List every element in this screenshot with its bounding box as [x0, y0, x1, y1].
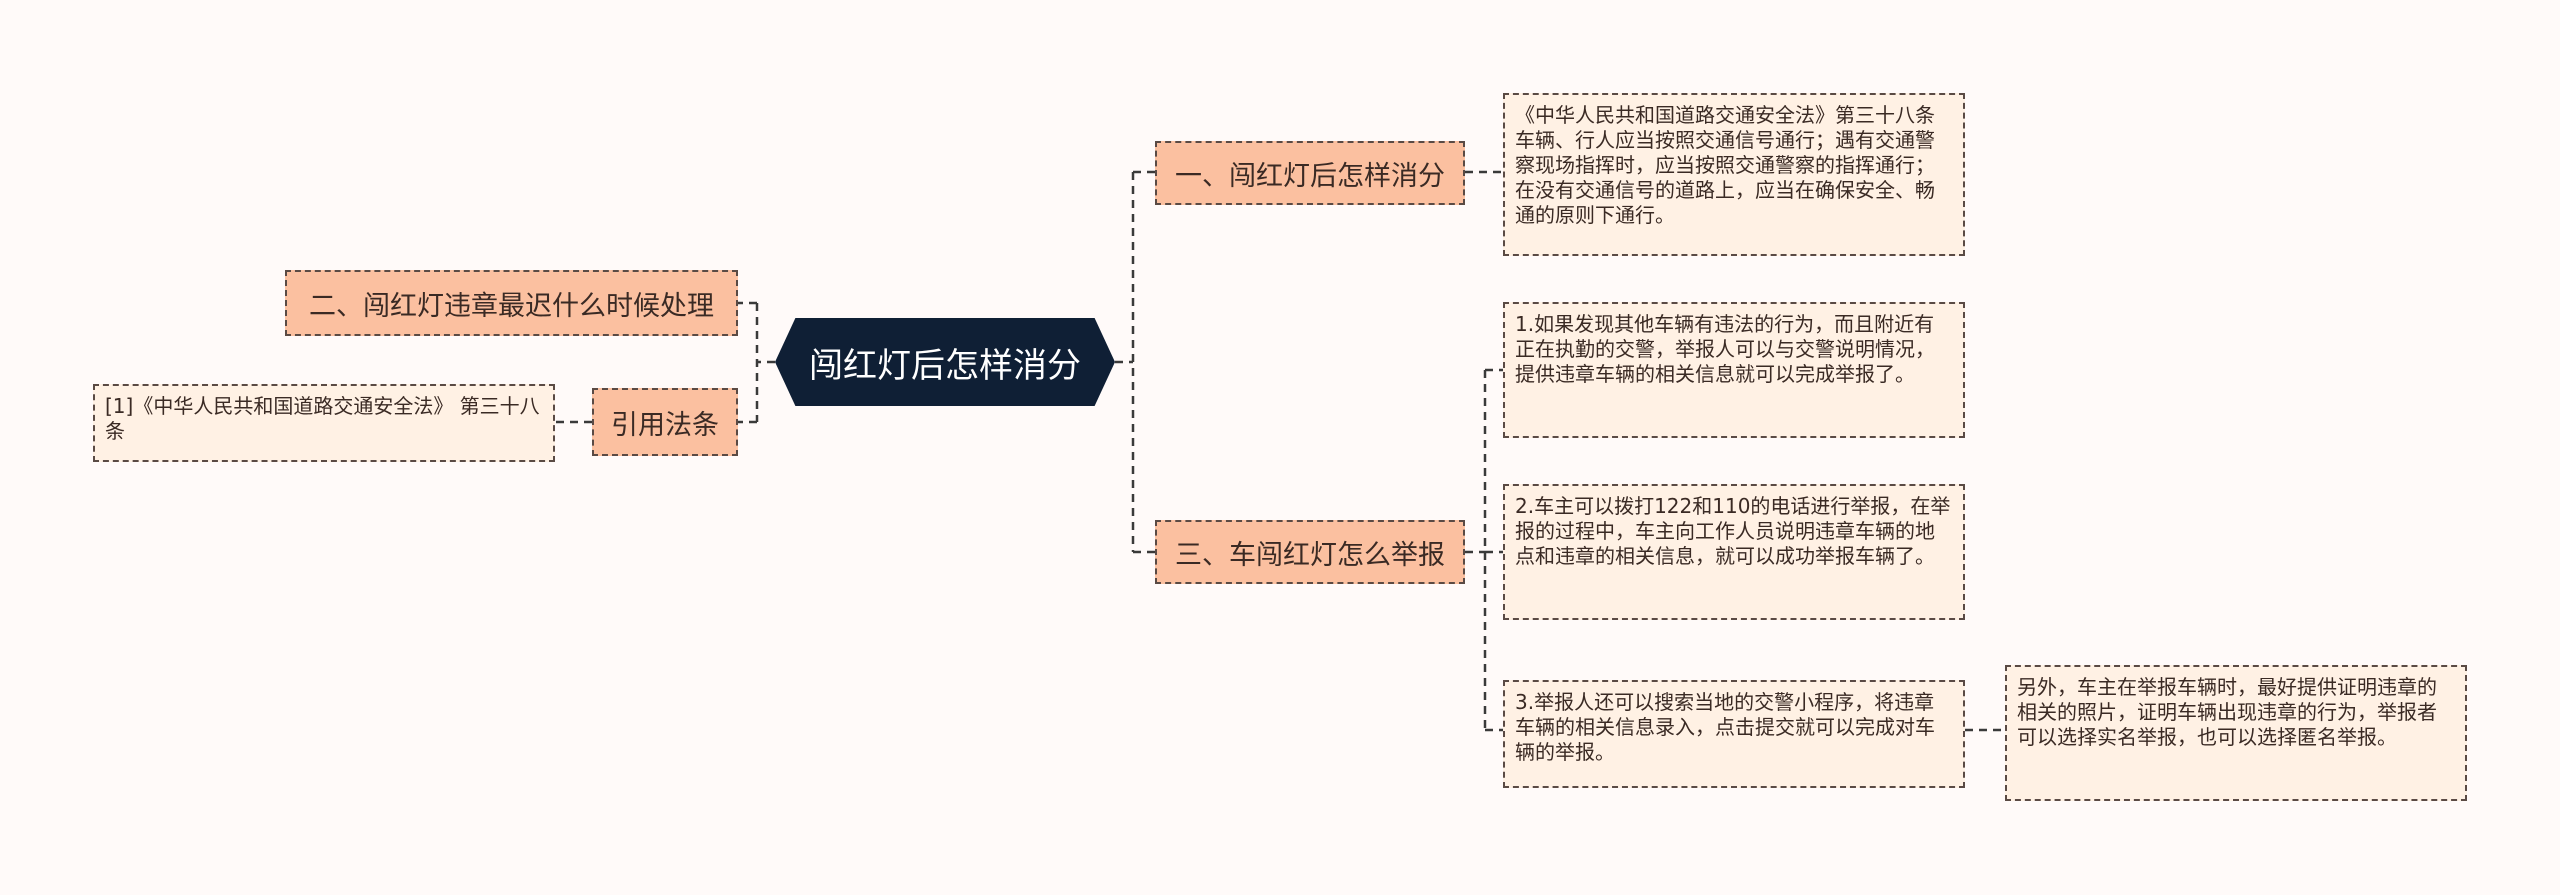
- leaf-node-1-text: 《中华人民共和国道路交通安全法》第三十八条车辆、行人应当按照交通信号通行；遇有交…: [1515, 103, 1935, 227]
- leaf-node-6[interactable]: [1]《中华人民共和国道路交通安全法》 第三十八条: [93, 384, 555, 462]
- leaf-node-5-text: 另外，车主在举报车辆时，最好提供证明违章的相关的照片，证明车辆出现违章的行为，举…: [2017, 675, 2437, 749]
- leaf-node-3-text: 2.车主可以拨打122和110的电话进行举报，在举报的过程中，车主向工作人员说明…: [1515, 494, 1951, 568]
- center-topic-label: 闯红灯后怎样消分: [809, 345, 1081, 386]
- branch-node-4[interactable]: 引用法条: [592, 388, 738, 456]
- leaf-node-2[interactable]: 1.如果发现其他车辆有违法的行为，而且附近有正在执勤的交警，举报人可以与交警说明…: [1503, 302, 1965, 438]
- branch-node-1[interactable]: 一、闯红灯后怎样消分: [1155, 141, 1465, 205]
- leaf-node-3[interactable]: 2.车主可以拨打122和110的电话进行举报，在举报的过程中，车主向工作人员说明…: [1503, 484, 1965, 620]
- leaf-node-2-text: 1.如果发现其他车辆有违法的行为，而且附近有正在执勤的交警，举报人可以与交警说明…: [1515, 312, 1935, 386]
- branch-node-2-label: 二、闯红灯违章最迟什么时候处理: [309, 290, 714, 322]
- leaf-node-5[interactable]: 另外，车主在举报车辆时，最好提供证明违章的相关的照片，证明车辆出现违章的行为，举…: [2005, 665, 2467, 801]
- branch-node-1-label: 一、闯红灯后怎样消分: [1175, 160, 1445, 192]
- leaf-node-4[interactable]: 3.举报人还可以搜索当地的交警小程序，将违章车辆的相关信息录入，点击提交就可以完…: [1503, 680, 1965, 788]
- leaf-node-6-text: [1]《中华人民共和国道路交通安全法》 第三十八条: [105, 394, 540, 443]
- leaf-node-1[interactable]: 《中华人民共和国道路交通安全法》第三十八条车辆、行人应当按照交通信号通行；遇有交…: [1503, 93, 1965, 256]
- leaf-node-4-text: 3.举报人还可以搜索当地的交警小程序，将违章车辆的相关信息录入，点击提交就可以完…: [1515, 690, 1935, 764]
- branch-node-2[interactable]: 二、闯红灯违章最迟什么时候处理: [285, 270, 738, 336]
- center-topic[interactable]: 闯红灯后怎样消分: [775, 318, 1115, 406]
- branch-node-3-label: 三、车闯红灯怎么举报: [1175, 539, 1445, 571]
- branch-node-4-label: 引用法条: [611, 409, 719, 441]
- branch-node-3[interactable]: 三、车闯红灯怎么举报: [1155, 520, 1465, 584]
